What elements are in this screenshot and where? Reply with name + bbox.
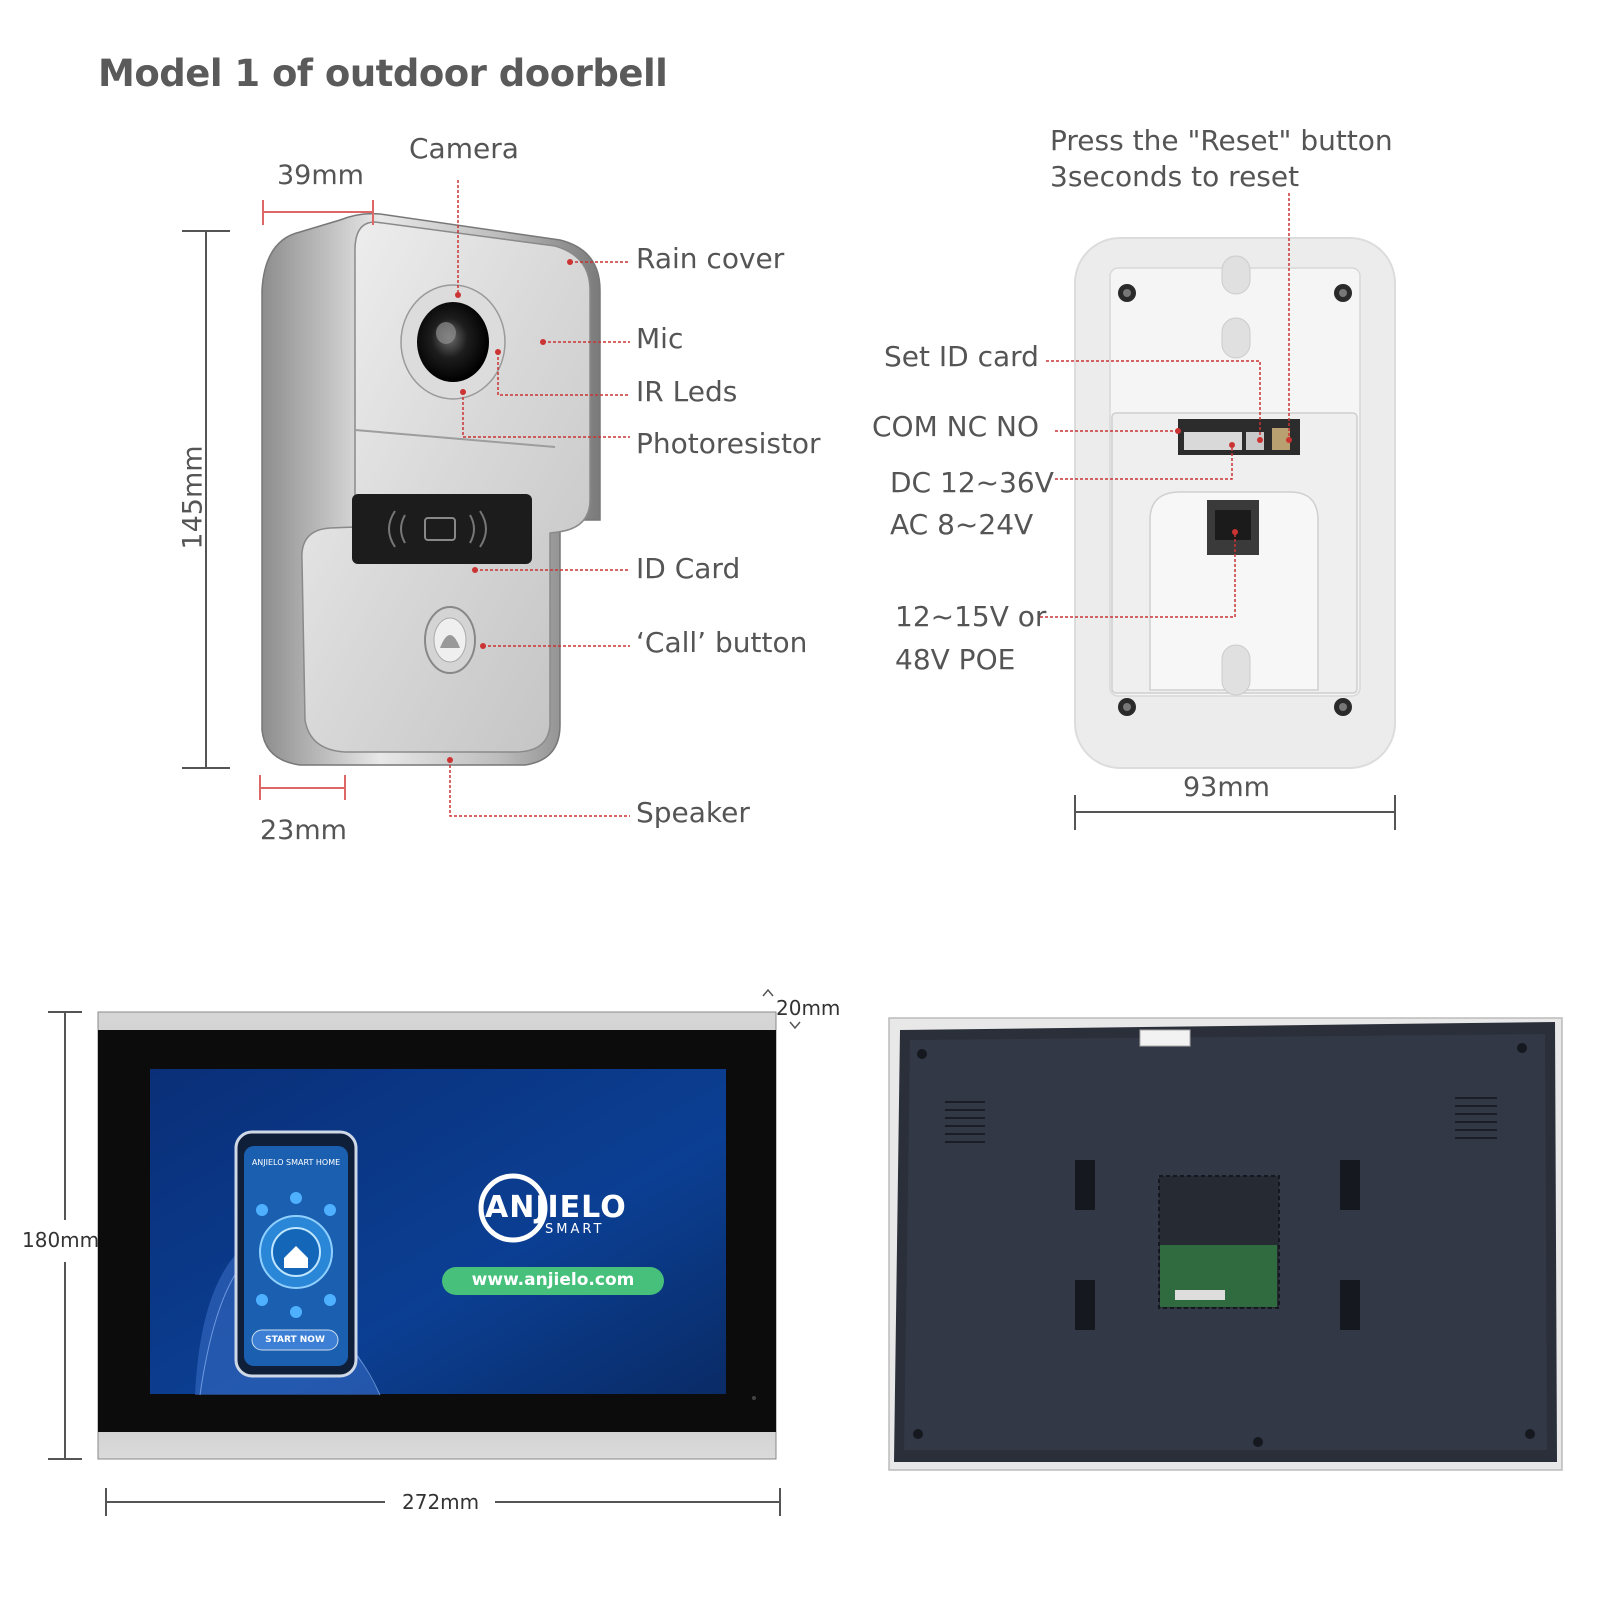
dim-monitor-height: 180mm [22, 1228, 100, 1252]
label-camera: Camera [409, 132, 519, 165]
label-com-nc-no: COM NC NO [872, 410, 1040, 443]
phone-header-text: ANJIELO SMART HOME [251, 1158, 341, 1167]
label-poe-line2: 48V POE [895, 643, 1016, 676]
label-ac-power: AC 8~24V [890, 508, 1034, 541]
dim-monitor-width: 272mm [402, 1490, 480, 1514]
brand-sub-text: SMART [545, 1222, 605, 1237]
dim-height: 145mm [177, 445, 209, 550]
label-set-id-card: Set ID card [884, 340, 1039, 373]
url-text: www.anjielo.com [471, 1270, 635, 1290]
label-rain-cover: Rain cover [636, 242, 785, 275]
label-ir-leds: IR Leds [636, 375, 738, 408]
label-photoresistor: Photoresistor [636, 427, 821, 460]
dim-back-width: 93mm [1183, 772, 1270, 803]
dim-depth-bottom: 23mm [260, 815, 347, 846]
label-mic: Mic [636, 322, 684, 355]
label-id-card: ID Card [636, 552, 741, 585]
label-dc-power: DC 12~36V [890, 466, 1054, 499]
dim-depth-top: 39mm [277, 160, 364, 191]
label-reset-line1: Press the "Reset" button [1050, 124, 1393, 157]
page-title: Model 1 of outdoor doorbell [98, 52, 668, 95]
brand-logo-text: ANJIELO [485, 1190, 627, 1225]
label-reset-line2: 3seconds to reset [1050, 160, 1300, 193]
dim-monitor-thickness: 20mm [776, 996, 841, 1020]
phone-start-button: START NOW [265, 1335, 325, 1345]
label-speaker: Speaker [636, 796, 750, 829]
label-poe-line1: 12~15V or [895, 600, 1047, 633]
label-call-button: ‘Call’ button [636, 626, 808, 659]
